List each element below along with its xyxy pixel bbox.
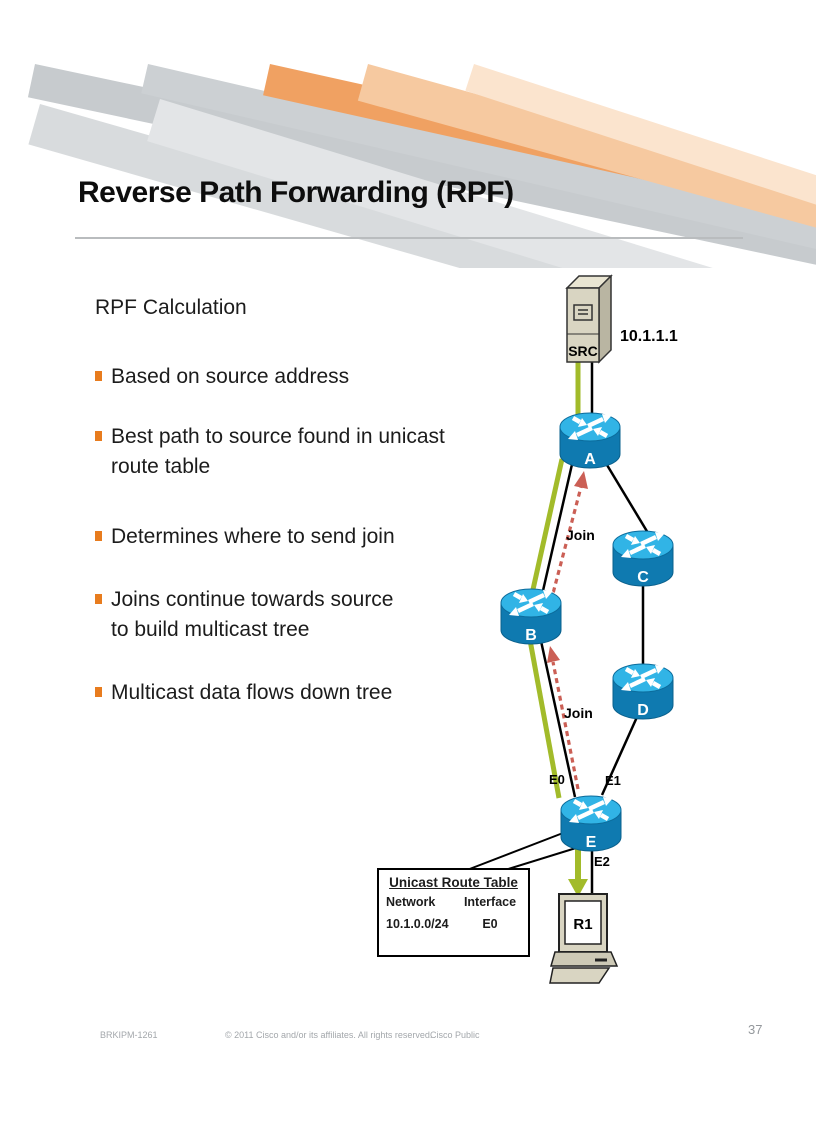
router-node-d: D: [611, 661, 675, 728]
route-table-title: Unicast Route Table: [389, 875, 518, 890]
footer-copyright: © 2011 Cisco and/or its affiliates. All …: [225, 1030, 433, 1040]
server-icon: SRC: [565, 274, 613, 364]
interface-label-e1: E1: [605, 773, 621, 788]
interface-label-e0: E0: [549, 772, 565, 787]
router-icon: C: [612, 530, 674, 587]
route-table-col-network: Network: [386, 895, 436, 909]
footer-classification: Cisco Public: [430, 1030, 480, 1040]
title-rule: [75, 237, 743, 239]
route-table-col-interface: Interface: [463, 895, 517, 909]
bullet-text: Multicast data flows down tree: [111, 681, 393, 704]
route-table-network-value: 10.1.0.0/24: [386, 917, 449, 931]
callout-line-1: [466, 832, 564, 871]
host-r1: R1: [549, 886, 623, 993]
router-node-b: B: [499, 586, 563, 653]
route-table-interface-value: E0: [482, 917, 498, 931]
router-node-a: A: [558, 410, 622, 477]
bullet-square-icon: [95, 531, 102, 541]
router-icon: A: [559, 412, 621, 469]
join-arrow-e-to-b: [551, 661, 580, 790]
link-d-e: [600, 716, 639, 796]
bullet-text: Joins continue towards source to build m…: [111, 588, 394, 641]
footer-session-id: BRKIPM-1261: [100, 1030, 158, 1040]
bullet-item: Determines where to send join: [95, 522, 395, 552]
bullet-square-icon: [95, 687, 102, 697]
route-table: Unicast Route Table Network Interface 10…: [377, 868, 530, 957]
router-label: C: [637, 569, 649, 586]
router-label: D: [637, 702, 649, 719]
router-node-c: C: [611, 528, 675, 595]
bullet-square-icon: [95, 431, 102, 441]
bullet-item: Based on source address: [95, 362, 349, 392]
page-title: Reverse Path Forwarding (RPF): [78, 176, 514, 209]
join-arrow-b-to-a: [549, 486, 583, 602]
computer-icon: R1: [549, 893, 619, 984]
bullet-text: Based on source address: [111, 365, 350, 388]
router-icon: B: [500, 588, 562, 645]
join-arrowhead-b: [547, 646, 560, 663]
bullet-item: Best path to source found in unicast rou…: [95, 422, 491, 482]
router-label: E: [586, 834, 597, 851]
section-heading: RPF Calculation: [95, 296, 247, 319]
bullet-item: Joins continue towards source to build m…: [95, 585, 401, 645]
link-a-b: [540, 459, 575, 596]
router-label: A: [584, 451, 596, 468]
route-table-data-row: 10.1.0.0/24 E0: [379, 914, 528, 934]
data-path-b-e: [527, 639, 562, 799]
bullet-item: Multicast data flows down tree: [95, 678, 392, 708]
link-b-e: [539, 640, 577, 798]
join-label-lower: Join: [564, 705, 593, 721]
bullet-square-icon: [95, 594, 102, 604]
bullet-square-icon: [95, 371, 102, 381]
data-arrowhead-r1: [568, 879, 588, 897]
bullet-text: Best path to source found in unicast rou…: [111, 425, 445, 478]
host-label: R1: [573, 916, 592, 933]
router-label: B: [525, 627, 537, 644]
page-number: 37: [748, 1022, 763, 1037]
router-node-e: E: [559, 793, 623, 860]
source-label: SRC: [568, 343, 598, 359]
source-server: SRC: [561, 272, 615, 373]
data-path-a-b: [529, 458, 565, 595]
route-table-header-row: Network Interface: [379, 892, 528, 912]
link-a-c: [602, 459, 650, 534]
join-label-upper: Join: [566, 527, 595, 543]
callout-line-2: [504, 847, 577, 871]
router-icon: E: [560, 795, 622, 852]
bullet-text: Determines where to send join: [111, 525, 395, 548]
router-icon: D: [612, 663, 674, 720]
interface-label-e2: E2: [594, 854, 610, 869]
join-arrowhead-a: [574, 471, 588, 489]
source-ip-address: 10.1.1.1: [620, 328, 678, 345]
